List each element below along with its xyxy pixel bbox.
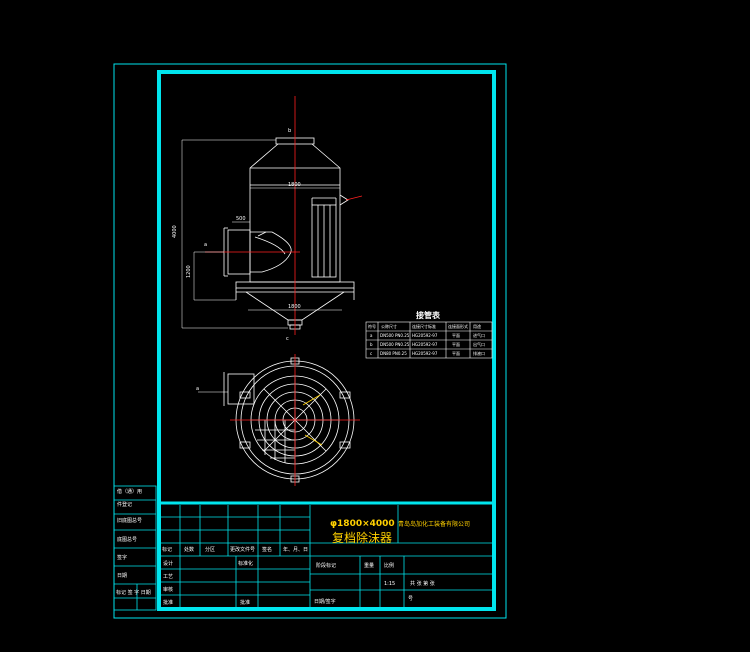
nozzle-table-title: 接管表 <box>416 310 441 320</box>
dim-bottom-width: 1800 <box>288 304 301 310</box>
plan-nozzle-tag: a <box>196 386 199 392</box>
title-left-row-3: 批准 <box>163 599 173 606</box>
title-sheet-label: 共 张 第 张 <box>410 580 435 587</box>
title-header-cell-0: 标记 <box>162 546 172 553</box>
title-scale-value: 1:15 <box>384 581 395 587</box>
nozzle-table-cell: a <box>370 333 373 338</box>
title-spec: φ1800×4000 <box>330 519 395 529</box>
nozzle-table-cell: DN500 PN0.25 <box>380 342 410 347</box>
nozzle-table-cell: HG20592-97 <box>412 351 438 356</box>
nozzle-table-header-3: 连接面形式 <box>448 323 468 329</box>
dim-inlet-height: 1200 <box>186 265 192 278</box>
title-block-grid <box>160 505 494 608</box>
title-header-cell-3: 更改文件号 <box>230 546 255 553</box>
title-header-cell-5: 年、月、日 <box>283 546 308 553</box>
nozzle-table-header-4: 用途 <box>473 323 481 329</box>
nozzle-table-cell: 出气口 <box>473 341 485 347</box>
nozzle-table-cell: 进气口 <box>473 332 485 338</box>
side-strip-label-0: 借（通）用 <box>117 488 142 495</box>
nozzle-table-header-1: 公称尺寸 <box>381 323 397 329</box>
title-scale-label: 比例 <box>384 562 394 569</box>
side-strip-label-3: 底图总号 <box>117 536 137 543</box>
side-strip-label-4: 签字 <box>117 554 127 561</box>
plan-annotations <box>302 394 323 446</box>
nozzle-table-cell: b <box>370 342 373 347</box>
outer-frame <box>113 63 507 619</box>
dim-right-height: 4000 <box>172 225 178 238</box>
title-date-label: 日期/签字 <box>314 598 336 605</box>
title-left-row-0: 设计 <box>163 560 173 567</box>
nozzle-table-cell: c <box>370 351 372 356</box>
nozzle-table-cell: HG20592-97 <box>412 342 438 347</box>
nozzle-table-cell: 平面 <box>452 342 460 347</box>
nozzle-table-cell: 平面 <box>452 333 460 338</box>
nozzle-table-cell: 平面 <box>452 351 460 356</box>
side-strip <box>113 485 157 611</box>
title-weight-label: 重量 <box>364 562 374 569</box>
nozzle-table-header-0: 符号 <box>368 323 376 329</box>
nozzle-table-cell: HG20592-97 <box>412 333 438 338</box>
plan-centerlines <box>230 354 360 486</box>
nozzle-table-cell: DN500 PN0.25 <box>380 333 410 338</box>
dim-inlet-width: 500 <box>236 216 246 222</box>
title-header-cell-1: 处数 <box>184 546 194 553</box>
elevation-view <box>223 137 355 330</box>
title-company: 青岛岛加化工装备有限公司 <box>398 520 470 528</box>
title-sheet-letter: 号 <box>408 596 413 602</box>
title-stage-label: 阶段标记 <box>316 562 336 569</box>
title-left-row-2: 审核 <box>163 586 173 593</box>
title-std-label: 标准化 <box>238 560 253 567</box>
title-left-row-1: 工艺 <box>163 574 173 580</box>
title-approve-label: 批准 <box>240 599 250 606</box>
title-header-cell-2: 分区 <box>205 546 215 553</box>
title-header-cell-4: 签名 <box>262 546 272 553</box>
side-strip-label-2: 旧底图总号 <box>117 517 142 524</box>
inner-frame <box>157 70 496 611</box>
nozzle-table-cell: 排液口 <box>473 350 485 356</box>
title-name: 复档除沫器 <box>332 530 392 545</box>
side-strip-label-1: 件登记 <box>117 501 132 508</box>
nozzle-tag-inlet: a <box>204 242 207 248</box>
dim-top-width: 1800 <box>288 182 301 188</box>
nozzle-tag-top: b <box>288 128 291 134</box>
nozzle-tag-drain: c <box>286 336 289 342</box>
side-strip-label-5: 日期 <box>117 573 127 579</box>
elevation-dimensions <box>181 139 342 329</box>
nozzle-table <box>365 321 493 359</box>
nozzle-table-cell: DN80 PN0.25 <box>380 351 407 356</box>
nozzle-table-header-2: 连接尺寸标准 <box>412 323 436 329</box>
elevation-centerlines <box>205 96 363 335</box>
side-strip-label-6: 标记 签 字 日期 <box>116 589 151 596</box>
